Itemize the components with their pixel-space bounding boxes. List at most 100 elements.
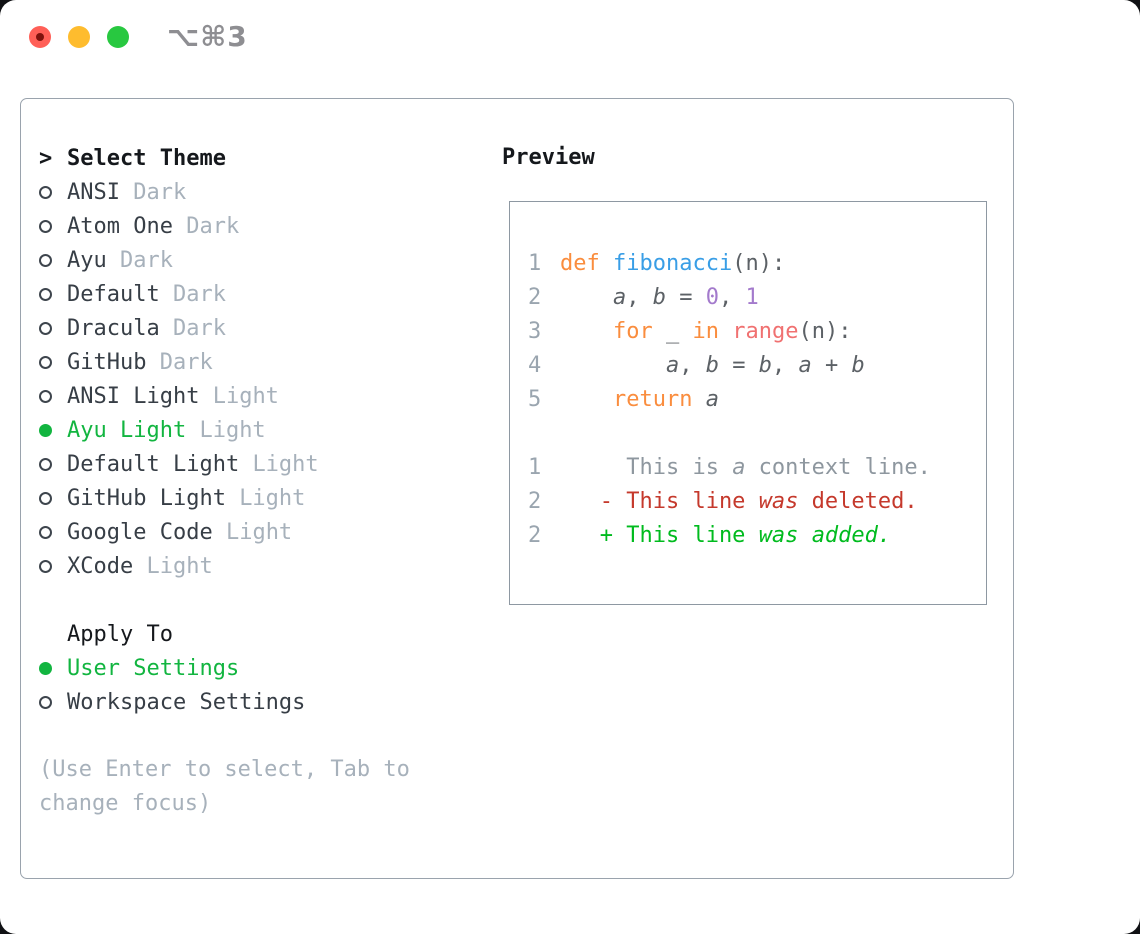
theme-variant: Light [252, 451, 319, 477]
code-token: , [771, 352, 799, 378]
code-line: 2 a, b = 0, 1 [528, 280, 978, 314]
apply-option-label: Workspace Settings [67, 689, 306, 715]
radio-circle [39, 253, 52, 267]
code-token: a [798, 352, 812, 378]
apply-option-user-settings[interactable]: User Settings [39, 651, 463, 685]
line-number: 2 [528, 522, 542, 548]
theme-variant: Dark [186, 213, 240, 239]
code-token [560, 285, 613, 310]
theme-option-ansi-light[interactable]: ANSI Light Light [39, 379, 463, 413]
preview-title: Preview [502, 145, 595, 170]
spacer [39, 719, 463, 753]
theme-option-ayu-light[interactable]: Ayu Light Light [39, 413, 463, 447]
traffic-light-close-button[interactable] [29, 26, 51, 48]
select-theme-title: Select Theme [67, 145, 226, 171]
code-token: 0 [705, 284, 719, 310]
theme-option-dracula[interactable]: Dracula Dark [39, 311, 463, 345]
diff-line: 2 + This line was added. [528, 518, 978, 552]
radio-icon [39, 525, 67, 539]
code-token: b [652, 284, 666, 310]
code-token: was [758, 488, 799, 514]
code-line: 5 return a [528, 382, 978, 416]
theme-option-atom-one[interactable]: Atom One Dark [39, 209, 463, 243]
radio-circle [39, 695, 52, 709]
theme-variant: Light [239, 485, 306, 511]
code-token [560, 387, 613, 412]
theme-option-github-light[interactable]: GitHub Light Light [39, 481, 463, 515]
theme-name: ANSI [67, 179, 134, 205]
code-token: + This line [560, 522, 759, 548]
radio-selected-icon [39, 661, 67, 675]
code-token [600, 251, 613, 276]
radio-icon [39, 457, 67, 471]
code-text: - This line was deleted. [560, 489, 918, 514]
code-text: for _ in range(n): [560, 319, 851, 344]
traffic-light-zoom-button[interactable] [107, 26, 129, 48]
code-token: a [665, 352, 680, 378]
theme-variant: Dark [133, 179, 187, 205]
theme-option-default[interactable]: Default Dark [39, 277, 463, 311]
theme-option-default-light[interactable]: Default Light Light [39, 447, 463, 481]
code-token: _ [652, 318, 693, 344]
code-token: b [758, 352, 772, 378]
theme-name: Default [67, 281, 173, 307]
traffic-light-minimize-button[interactable] [68, 26, 90, 48]
spacer [39, 583, 463, 617]
apply-to-title: Apply To [67, 621, 173, 647]
theme-name: Dracula [67, 315, 173, 341]
diff-line: 2 - This line was deleted. [528, 484, 978, 518]
theme-name: Default Light [67, 451, 253, 477]
radio-icon [39, 321, 67, 335]
code-token: return [612, 386, 693, 412]
code-token: , [626, 284, 653, 310]
code-token [798, 523, 811, 548]
radio-circle [39, 525, 52, 539]
code-token: fibonacci [613, 250, 733, 276]
apply-to-heading-row: Apply To [39, 617, 463, 651]
code-token: a [705, 386, 719, 412]
theme-option-ayu[interactable]: Ayu Dark [39, 243, 463, 277]
traffic-lights [29, 26, 129, 48]
line-number: 1 [528, 454, 542, 480]
theme-variant: Dark [119, 247, 173, 273]
apply-option-label: User Settings [67, 655, 240, 681]
theme-name: ANSI Light [67, 383, 213, 409]
radio-circle [39, 355, 52, 369]
code-token: a [612, 284, 627, 310]
code-token: was [758, 522, 799, 548]
code-text: return a [560, 387, 719, 412]
theme-option-google-code[interactable]: Google Code Light [39, 515, 463, 549]
code-token: context line. [745, 454, 931, 480]
code-token: - This line [560, 488, 759, 514]
theme-name: Google Code [67, 519, 226, 545]
prompt-icon: > [39, 145, 53, 171]
apply-option-workspace-settings[interactable]: Workspace Settings [39, 685, 463, 719]
code-text: a, b = 0, 1 [560, 285, 759, 310]
code-token: , [718, 284, 746, 310]
code-token [560, 319, 613, 344]
radio-circle [39, 423, 52, 437]
radio-icon [39, 491, 67, 505]
line-number: 3 [528, 318, 542, 344]
theme-name: GitHub [67, 349, 160, 375]
code-token: This is [560, 454, 733, 480]
code-line: 3 for _ in range(n): [528, 314, 978, 348]
code-token: def [560, 250, 600, 276]
diff-preview: 1 This is a context line. 2 - This line w… [528, 450, 978, 552]
code-token: a [732, 454, 746, 480]
theme-variant: Dark [172, 315, 226, 341]
theme-name: GitHub Light [67, 485, 240, 511]
radio-icon [39, 389, 67, 403]
radio-circle [39, 219, 52, 233]
theme-variant: Light [212, 383, 279, 409]
code-token: + [811, 352, 852, 378]
code-token: , [679, 352, 706, 378]
theme-option-ansi[interactable]: ANSI Dark [39, 175, 463, 209]
theme-variant: Light [146, 553, 213, 579]
code-token: b [705, 352, 719, 378]
theme-option-xcode[interactable]: XCode Light [39, 549, 463, 583]
theme-option-github[interactable]: GitHub Dark [39, 345, 463, 379]
